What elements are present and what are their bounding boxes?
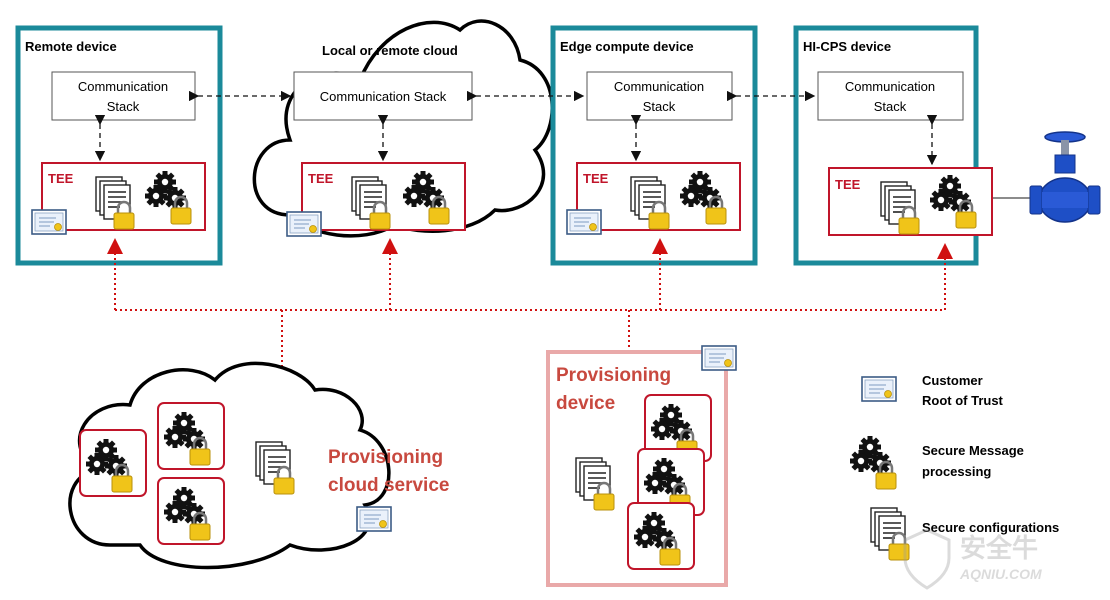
legend-sc-label: Secure configurations bbox=[922, 520, 1059, 535]
remote-comm-stack-line2: Stack bbox=[107, 99, 140, 114]
remote-comm-stack bbox=[51, 71, 196, 121]
remote-tee-label: TEE bbox=[48, 171, 74, 186]
prov-device-tile-3 bbox=[628, 503, 694, 569]
legend-root-of-trust-icon bbox=[861, 376, 897, 402]
hicps-comm-stack-line1: Communication bbox=[845, 79, 935, 94]
cloud-comm-stack-label: Communication Stack bbox=[320, 89, 447, 104]
prov-cloud-label-line1: Provisioning bbox=[328, 447, 443, 468]
legend-secure-message-icon bbox=[850, 436, 896, 489]
cloud-comm-stack bbox=[293, 71, 473, 121]
legend-rot-line2: Root of Trust bbox=[922, 393, 1004, 408]
hicps-device-title: HI-CPS device bbox=[803, 39, 891, 54]
prov-cloud-tile-3 bbox=[158, 478, 224, 544]
cloud-cert-icon bbox=[286, 211, 322, 237]
prov-device-label-line2: device bbox=[556, 393, 615, 414]
remote-cert-icon bbox=[31, 209, 67, 235]
cloud-title: Local or remote cloud bbox=[322, 43, 458, 58]
prov-device-cert-icon bbox=[701, 345, 737, 371]
remote-comm-stack-line1: Communication bbox=[78, 79, 168, 94]
remote-device-title: Remote device bbox=[25, 39, 117, 54]
prov-cloud-cert-icon bbox=[356, 506, 392, 532]
hicps-comm-stack bbox=[817, 71, 964, 121]
prov-cloud-tile-2 bbox=[158, 403, 224, 469]
legend-smp-line2: processing bbox=[922, 464, 991, 479]
legend-secure-config-icon bbox=[871, 508, 909, 560]
edge-comm-stack-line2: Stack bbox=[643, 99, 676, 114]
cloud-tee-label: TEE bbox=[308, 171, 334, 186]
prov-cloud-tile-1 bbox=[80, 430, 146, 496]
watermark-cn: 安全牛 bbox=[960, 533, 1038, 563]
hicps-tee-label: TEE bbox=[835, 177, 861, 192]
edge-comm-stack bbox=[586, 71, 733, 121]
provisioning-links bbox=[107, 238, 953, 375]
prov-device-label-line1: Provisioning bbox=[556, 365, 671, 386]
edge-tee-label: TEE bbox=[583, 171, 609, 186]
watermark-en: AQNIU.COM bbox=[959, 566, 1042, 582]
edge-cert-icon bbox=[566, 209, 602, 235]
edge-comm-stack-line1: Communication bbox=[614, 79, 704, 94]
prov-cloud-label-line2: cloud service bbox=[328, 475, 449, 496]
hicps-comm-stack-line2: Stack bbox=[874, 99, 907, 114]
stack-tee-connectors bbox=[94, 114, 938, 166]
legend-smp-line1: Secure Message bbox=[922, 443, 1024, 458]
watermark: 安全牛 AQNIU.COM bbox=[903, 528, 1042, 590]
valve-icon bbox=[993, 131, 1101, 223]
legend-rot-line1: Customer bbox=[922, 373, 983, 388]
edge-device-title: Edge compute device bbox=[560, 39, 694, 54]
